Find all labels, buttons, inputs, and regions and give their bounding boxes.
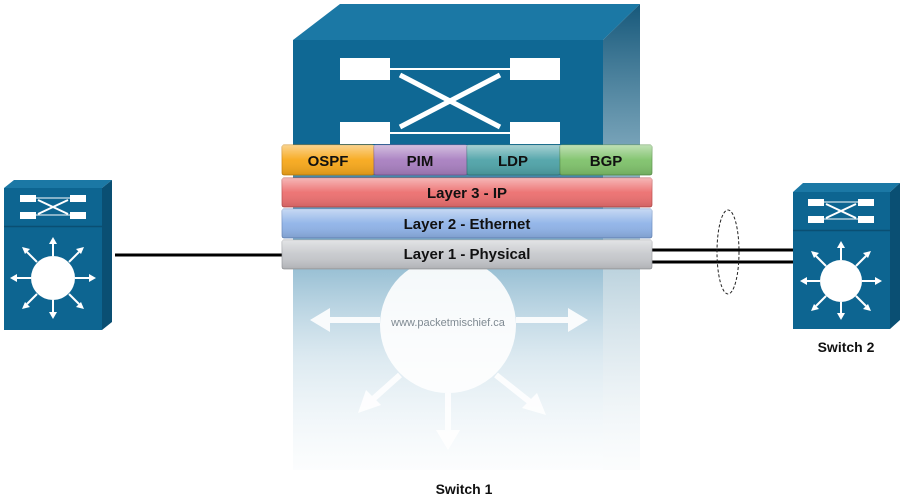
layer-3-bar: Layer 3 - IP [281,177,653,208]
protocol-label: PIM [407,153,434,170]
protocol-row: OSPF PIM LDP BGP [281,144,653,176]
switch-1-top [293,4,640,40]
protocol-bgp: BGP [559,144,653,176]
protocol-ldp: LDP [466,144,561,176]
protocol-label: LDP [498,153,528,170]
layer-label: Layer 1 - Physical [404,246,531,263]
layer-label: Layer 3 - IP [427,185,507,202]
switch-2: Switch 2 [793,183,900,355]
left-switch [4,180,112,330]
hub-arrows-icon [310,257,588,450]
layer-1-bar: Layer 1 - Physical [281,239,653,270]
switch-1-label: Switch 1 [436,481,493,497]
protocol-pim: PIM [373,144,468,176]
port-channel-icon [716,209,740,295]
layer-stack: Layer 3 - IP Layer 2 - Ethernet Layer 1 … [281,177,653,270]
protocol-label: OSPF [308,153,349,170]
switch-2-label: Switch 2 [818,339,875,355]
hub-arrows-icon [800,241,882,320]
layer-label: Layer 2 - Ethernet [404,216,531,233]
hub-arrows-icon [10,237,96,319]
crossed-arrows-icon [20,195,86,219]
protocol-ospf: OSPF [281,144,375,176]
crossed-arrows-icon [340,58,560,144]
watermark: www.packetmischief.ca [390,317,506,329]
layer-2-bar: Layer 2 - Ethernet [281,208,653,239]
crossed-arrows-icon [808,199,874,223]
protocol-label: BGP [590,153,623,170]
links [115,209,795,295]
